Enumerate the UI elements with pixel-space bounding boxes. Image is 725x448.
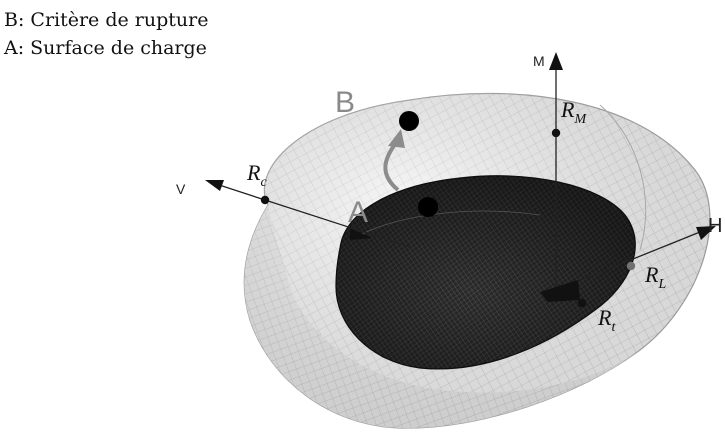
label-rt: Rt [597, 305, 616, 335]
axis-label-h: H [708, 215, 722, 237]
label-rl: RL [644, 262, 666, 292]
axis-h [540, 226, 716, 302]
load-path-arrow [383, 129, 405, 192]
point-rt [577, 298, 587, 308]
point-b [399, 111, 419, 131]
legend-b-rupture-criterion: B: Critère de rupture [4, 9, 209, 31]
point-rc [260, 195, 270, 205]
label-rm: RM [560, 97, 587, 127]
axis-label-m: M [533, 53, 545, 69]
inner-surface [335, 175, 636, 370]
point-rl [626, 261, 636, 271]
label-rc: Rc [246, 160, 267, 190]
axis-v [205, 180, 411, 248]
axis-m [549, 52, 563, 290]
label-b: B [335, 86, 355, 119]
axis-label-v: V [176, 181, 186, 197]
legend-a-load-surface: A: Surface de charge [4, 37, 207, 59]
legend: B: Critère de rupture A: Surface de char… [4, 6, 208, 62]
label-a: A [348, 196, 368, 229]
point-a [418, 197, 438, 217]
point-rm [551, 128, 561, 138]
